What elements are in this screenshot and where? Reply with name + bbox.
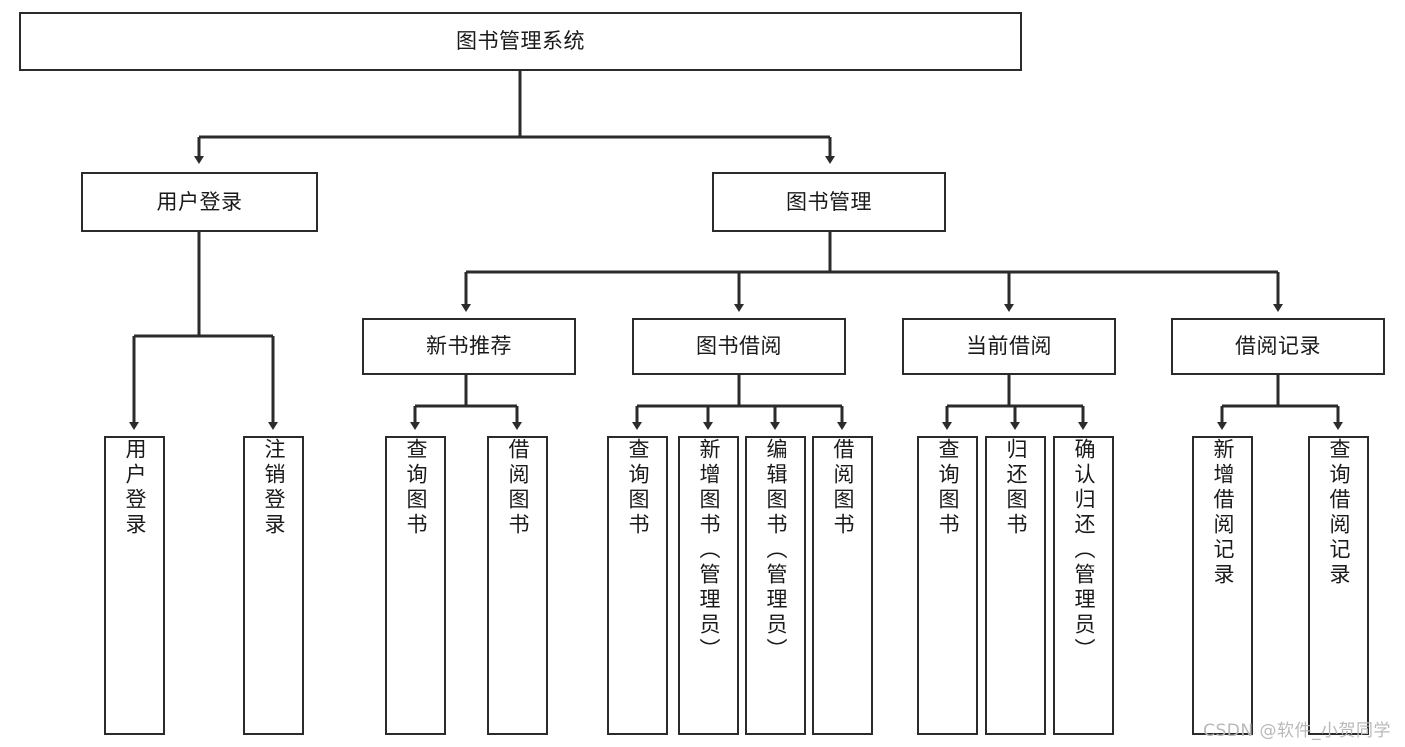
node-leaf-user-login[interactable]: 用户登录 bbox=[104, 436, 165, 735]
csdn-watermark: CSDN @软件_小贺同学 bbox=[1203, 721, 1391, 741]
node-leaf-logout-label: 注销登录 bbox=[262, 438, 286, 538]
node-leaf-newbook-query-label: 查询图书 bbox=[404, 438, 428, 538]
node-borrow-records-label: 借阅记录 bbox=[1235, 334, 1321, 359]
node-borrow-records[interactable]: 借阅记录 bbox=[1171, 318, 1385, 375]
node-leaf-user-login-label: 用户登录 bbox=[123, 438, 147, 538]
node-leaf-borrow-add-label: 新增图书（管理员） bbox=[697, 438, 721, 663]
node-leaf-borrow-edit-label: 编辑图书（管理员） bbox=[764, 438, 788, 663]
node-leaf-current-query-label: 查询图书 bbox=[936, 438, 960, 538]
node-leaf-borrow-action[interactable]: 借阅图书 bbox=[812, 436, 873, 735]
node-leaf-records-add-label: 新增借阅记录 bbox=[1211, 438, 1235, 588]
node-user-login-label: 用户登录 bbox=[156, 189, 243, 214]
node-current-borrow[interactable]: 当前借阅 bbox=[902, 318, 1116, 375]
node-book-management[interactable]: 图书管理 bbox=[712, 172, 946, 232]
node-leaf-borrow-query[interactable]: 查询图书 bbox=[607, 436, 668, 735]
node-leaf-records-query-label: 查询借阅记录 bbox=[1327, 438, 1351, 588]
node-book-borrow[interactable]: 图书借阅 bbox=[632, 318, 846, 375]
node-book-management-label: 图书管理 bbox=[786, 189, 872, 214]
node-leaf-borrow-add[interactable]: 新增图书（管理员） bbox=[678, 436, 739, 735]
node-leaf-records-query[interactable]: 查询借阅记录 bbox=[1308, 436, 1369, 735]
node-leaf-borrow-action-label: 借阅图书 bbox=[831, 438, 855, 538]
node-user-login[interactable]: 用户登录 bbox=[81, 172, 318, 232]
node-leaf-newbook-borrow[interactable]: 借阅图书 bbox=[487, 436, 548, 735]
node-new-book-recommend-label: 新书推荐 bbox=[426, 334, 512, 359]
node-root-system[interactable]: 图书管理系统 bbox=[19, 12, 1022, 71]
node-leaf-borrow-edit[interactable]: 编辑图书（管理员） bbox=[745, 436, 806, 735]
node-leaf-records-add[interactable]: 新增借阅记录 bbox=[1192, 436, 1253, 735]
node-leaf-current-confirm-return-label: 确认归还（管理员） bbox=[1072, 438, 1096, 663]
node-leaf-current-query[interactable]: 查询图书 bbox=[917, 436, 978, 735]
node-leaf-current-confirm-return[interactable]: 确认归还（管理员） bbox=[1053, 436, 1114, 735]
node-leaf-newbook-borrow-label: 借阅图书 bbox=[506, 438, 530, 538]
node-leaf-current-return-label: 归还图书 bbox=[1004, 438, 1028, 538]
node-leaf-logout[interactable]: 注销登录 bbox=[243, 436, 304, 735]
node-leaf-borrow-query-label: 查询图书 bbox=[626, 438, 650, 538]
node-root-system-label: 图书管理系统 bbox=[456, 29, 585, 54]
node-new-book-recommend[interactable]: 新书推荐 bbox=[362, 318, 576, 375]
node-book-borrow-label: 图书借阅 bbox=[696, 334, 782, 359]
node-leaf-newbook-query[interactable]: 查询图书 bbox=[385, 436, 446, 735]
node-current-borrow-label: 当前借阅 bbox=[966, 334, 1052, 359]
node-leaf-current-return[interactable]: 归还图书 bbox=[985, 436, 1046, 735]
